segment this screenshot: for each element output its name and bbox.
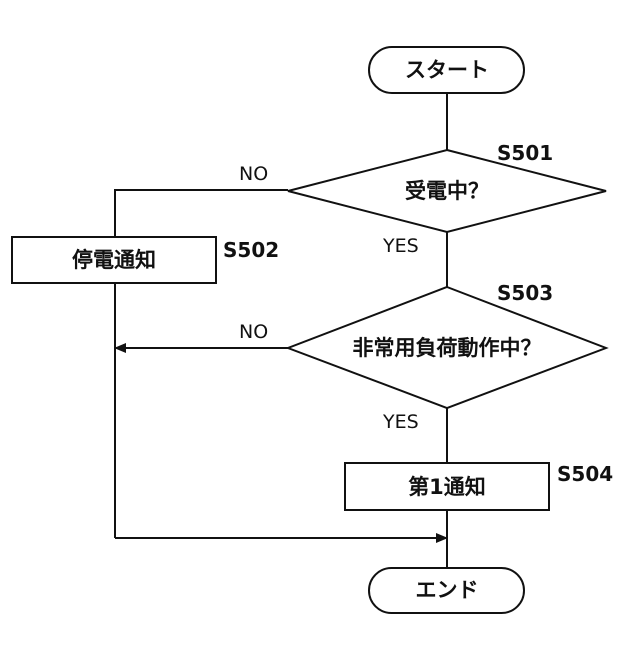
decision1-label: 受電中？ <box>405 179 489 203</box>
step-label-s501: S501 <box>497 141 553 165</box>
start-label: スタート <box>405 58 489 82</box>
process1-label: 停電通知 <box>72 248 156 272</box>
step-label-s504: S504 <box>557 462 613 486</box>
connector-decision1-no <box>115 190 288 237</box>
step-label-s503: S503 <box>497 281 553 305</box>
end-label: エンド <box>416 578 479 602</box>
decision1-no-label: NO <box>239 163 268 185</box>
decision2-no-label: NO <box>239 321 268 343</box>
decision1-yes-label: YES <box>382 235 419 257</box>
decision2-yes-label: YES <box>382 411 419 433</box>
decision2-label: 非常用負荷動作中？ <box>353 336 542 360</box>
process2-label: 第1通知 <box>408 475 486 499</box>
step-label-s502: S502 <box>223 238 279 262</box>
